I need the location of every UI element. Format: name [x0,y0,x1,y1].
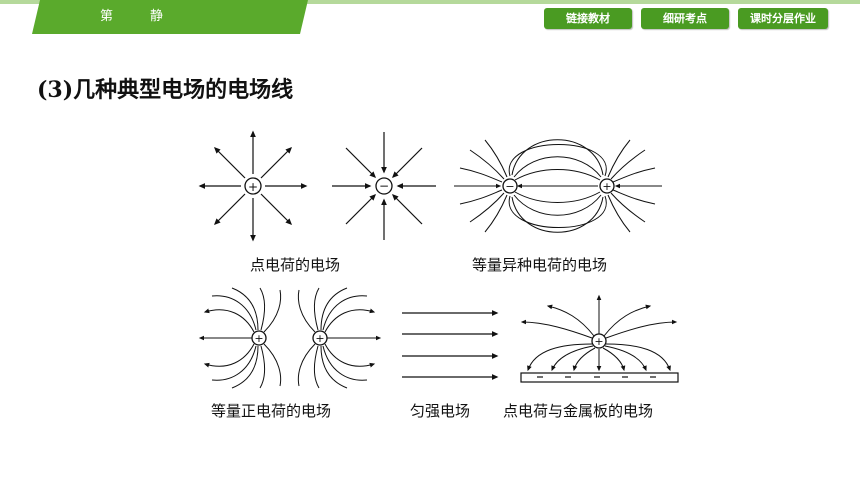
plus-sign: + [254,332,263,345]
negative-point-charge-diagram: − [332,132,436,240]
top-bar: 第1节 静电力的性质 [0,0,860,189]
nav-button-key-points[interactable]: 细研考点 [641,8,729,29]
minus-sign: − [505,180,514,193]
positive-charge-icon [599,178,615,194]
like-charges-diagram: + + [198,287,382,389]
like-charges-caption: 等量正电荷的电场 [211,402,332,420]
lesson-name: 静电力的性质 [150,9,164,189]
plate-caption: 点电荷与金属板的电场 [503,402,654,420]
lesson-number: 第1节 [100,9,114,90]
unlike-charges-diagram: − + [454,139,662,233]
plus-sign: + [315,332,324,345]
negative-charge-icon [502,178,518,194]
point-charge-caption: 点电荷的电场 [250,256,341,274]
negative-charge-icon [375,177,393,195]
minus-sign: − [379,179,389,193]
plus-sign: + [248,180,258,194]
uniform-field-diagram [402,310,499,380]
unlike-charges-caption: 等量异种电荷的电场 [472,256,608,274]
top-bar-shape [0,0,860,34]
nav-button-textbook[interactable]: 链接教材 [544,8,632,29]
nav-button-homework[interactable]: 课时分层作业 [738,8,828,29]
positive-charge-icon [591,333,607,349]
plus-sign: + [602,180,611,193]
positive-charge-icon [244,177,262,195]
section-heading: (3)几种典型电场的电场线 [37,77,294,103]
positive-charge-icon [251,330,267,346]
point-charge-plate-diagram: + [520,294,679,383]
positive-charge-icon [312,330,328,346]
uniform-field-caption: 匀强电场 [410,402,471,420]
plus-sign: + [594,335,603,348]
positive-point-charge-diagram: + [198,130,308,242]
